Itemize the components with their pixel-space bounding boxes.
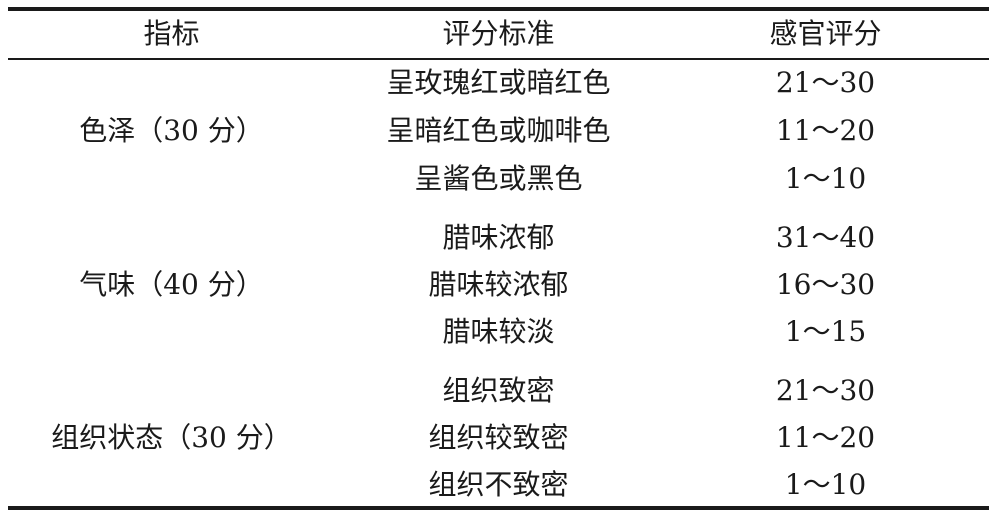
table-row-score: 1～10 xyxy=(784,162,867,195)
table-header-rule xyxy=(8,58,989,60)
table-row-criterion: 组织致密 xyxy=(442,374,555,407)
table-row-score: 11～20 xyxy=(775,114,876,147)
table-row-criterion: 腊味浓郁 xyxy=(442,221,555,254)
header-score: 感官评分 xyxy=(769,17,882,50)
table-row-criterion: 腊味较浓郁 xyxy=(428,268,569,301)
header-criteria: 评分标准 xyxy=(442,17,555,50)
table-top-rule xyxy=(8,7,989,11)
table-row-criterion: 组织不致密 xyxy=(428,468,569,501)
table-row-score: 1～10 xyxy=(784,468,867,501)
table-row-score: 21～30 xyxy=(775,374,876,407)
table-row-criterion: 呈玫瑰红或暗红色 xyxy=(386,66,611,99)
table-row-score: 21～30 xyxy=(775,66,876,99)
table-row-score: 11～20 xyxy=(775,421,876,454)
table-row-criterion: 呈酱色或黑色 xyxy=(414,162,583,195)
table-row-criterion: 呈暗红色或咖啡色 xyxy=(386,114,611,147)
indicator-odor: 气味（40 分） xyxy=(79,268,264,301)
table-row-score: 16～30 xyxy=(775,268,876,301)
table-row-criterion: 组织较致密 xyxy=(428,421,569,454)
indicator-texture: 组织状态（30 分） xyxy=(51,421,292,454)
header-indicator: 指标 xyxy=(143,17,200,50)
table-row-criterion: 腊味较淡 xyxy=(442,315,555,348)
table-row-score: 31～40 xyxy=(775,221,876,254)
indicator-color: 色泽（30 分） xyxy=(79,114,264,147)
table-row-score: 1～15 xyxy=(784,315,867,348)
sensory-score-table: 指标 评分标准 感官评分 色泽（30 分） 呈玫瑰红或暗红色 21～30 呈暗红… xyxy=(8,7,989,510)
table-bottom-rule xyxy=(8,506,989,510)
